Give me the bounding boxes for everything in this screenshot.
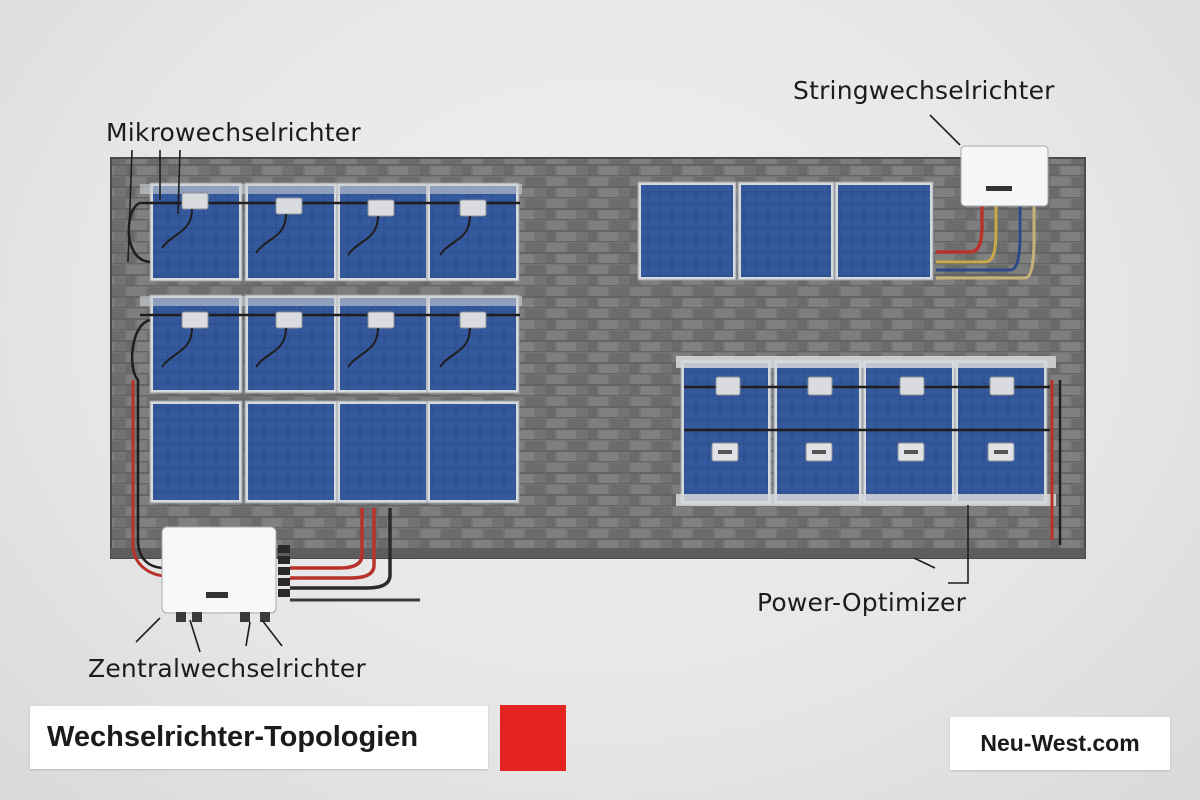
footer-site: Neu-West.com [980, 730, 1139, 757]
label-power-optimizer: Power-Optimizer [757, 588, 966, 617]
power-optimizer-icon [716, 377, 740, 395]
logo-background [500, 705, 566, 771]
mount-rail [676, 494, 1056, 506]
leader-line [136, 618, 160, 642]
micro-inverter-icon [460, 312, 486, 328]
micro-inverter-icon [368, 200, 394, 216]
inverter-connector [192, 612, 202, 622]
micro-inverter-icon [182, 312, 208, 328]
leader-line [246, 622, 250, 646]
micro-inverter-icon [182, 193, 208, 209]
solar-panel [641, 185, 733, 277]
solar-panel [430, 404, 516, 500]
inverter-display [986, 186, 1012, 191]
leader-line [930, 115, 960, 145]
optimizer-display [904, 450, 918, 454]
inverter-connector [278, 589, 290, 597]
inverter-box-icon [162, 527, 276, 613]
solar-panel [340, 404, 426, 500]
label-mikrowechselrichter: Mikrowechselrichter [106, 118, 361, 147]
optimizer-display [718, 450, 732, 454]
power-optimizer-icon [808, 377, 832, 395]
solar-panel [741, 185, 831, 277]
mount-rail [676, 356, 1056, 368]
power-optimizer-icon [990, 377, 1014, 395]
optimizer-display [812, 450, 826, 454]
inverter-connector [240, 612, 250, 622]
optimizer-display [994, 450, 1008, 454]
solar-panel [153, 404, 239, 500]
inverter-connector [278, 567, 290, 575]
inverter-connector [278, 545, 290, 553]
micro-inverter-icon [276, 312, 302, 328]
inverter-connector [176, 612, 186, 622]
leader-line [262, 620, 282, 646]
solar-panel [248, 404, 334, 500]
leader-line [190, 620, 200, 652]
mount-rail [140, 296, 522, 306]
title-box: Wechselrichter-Topologien [30, 706, 488, 769]
micro-inverter-icon [368, 312, 394, 328]
leader-line [914, 558, 935, 568]
micro-inverter-icon [276, 198, 302, 214]
footer-title: Wechselrichter-Topologien [47, 721, 418, 754]
inverter-connector [278, 578, 290, 586]
inverter-connector [278, 556, 290, 564]
inverter-box-icon [961, 146, 1048, 206]
label-zentralwechselrichter: Zentralwechselrichter [88, 654, 366, 683]
inverter-display [206, 592, 228, 598]
label-stringwechselrichter: Stringwechselrichter [793, 76, 1055, 105]
micro-inverter-icon [460, 200, 486, 216]
power-optimizer-icon [900, 377, 924, 395]
solar-panel [838, 185, 930, 277]
site-box: Neu-West.com [950, 717, 1170, 770]
